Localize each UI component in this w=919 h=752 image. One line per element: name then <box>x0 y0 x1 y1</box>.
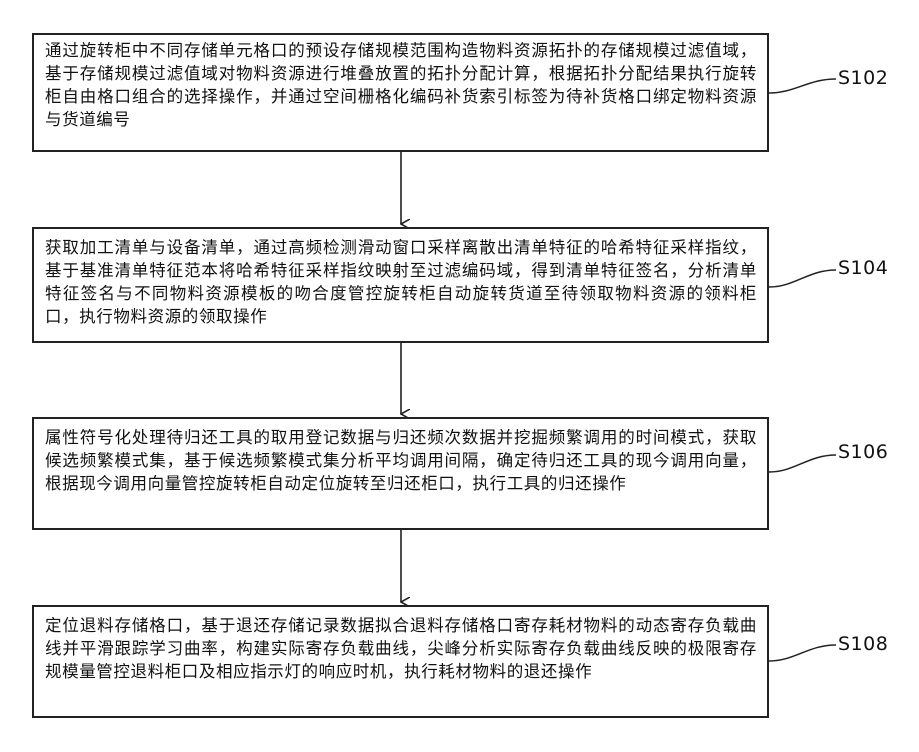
leader-line-s106 <box>769 455 836 472</box>
leader-line-s108 <box>769 645 836 661</box>
leader-line-s102 <box>769 79 836 93</box>
leader-line-s104 <box>769 270 836 287</box>
